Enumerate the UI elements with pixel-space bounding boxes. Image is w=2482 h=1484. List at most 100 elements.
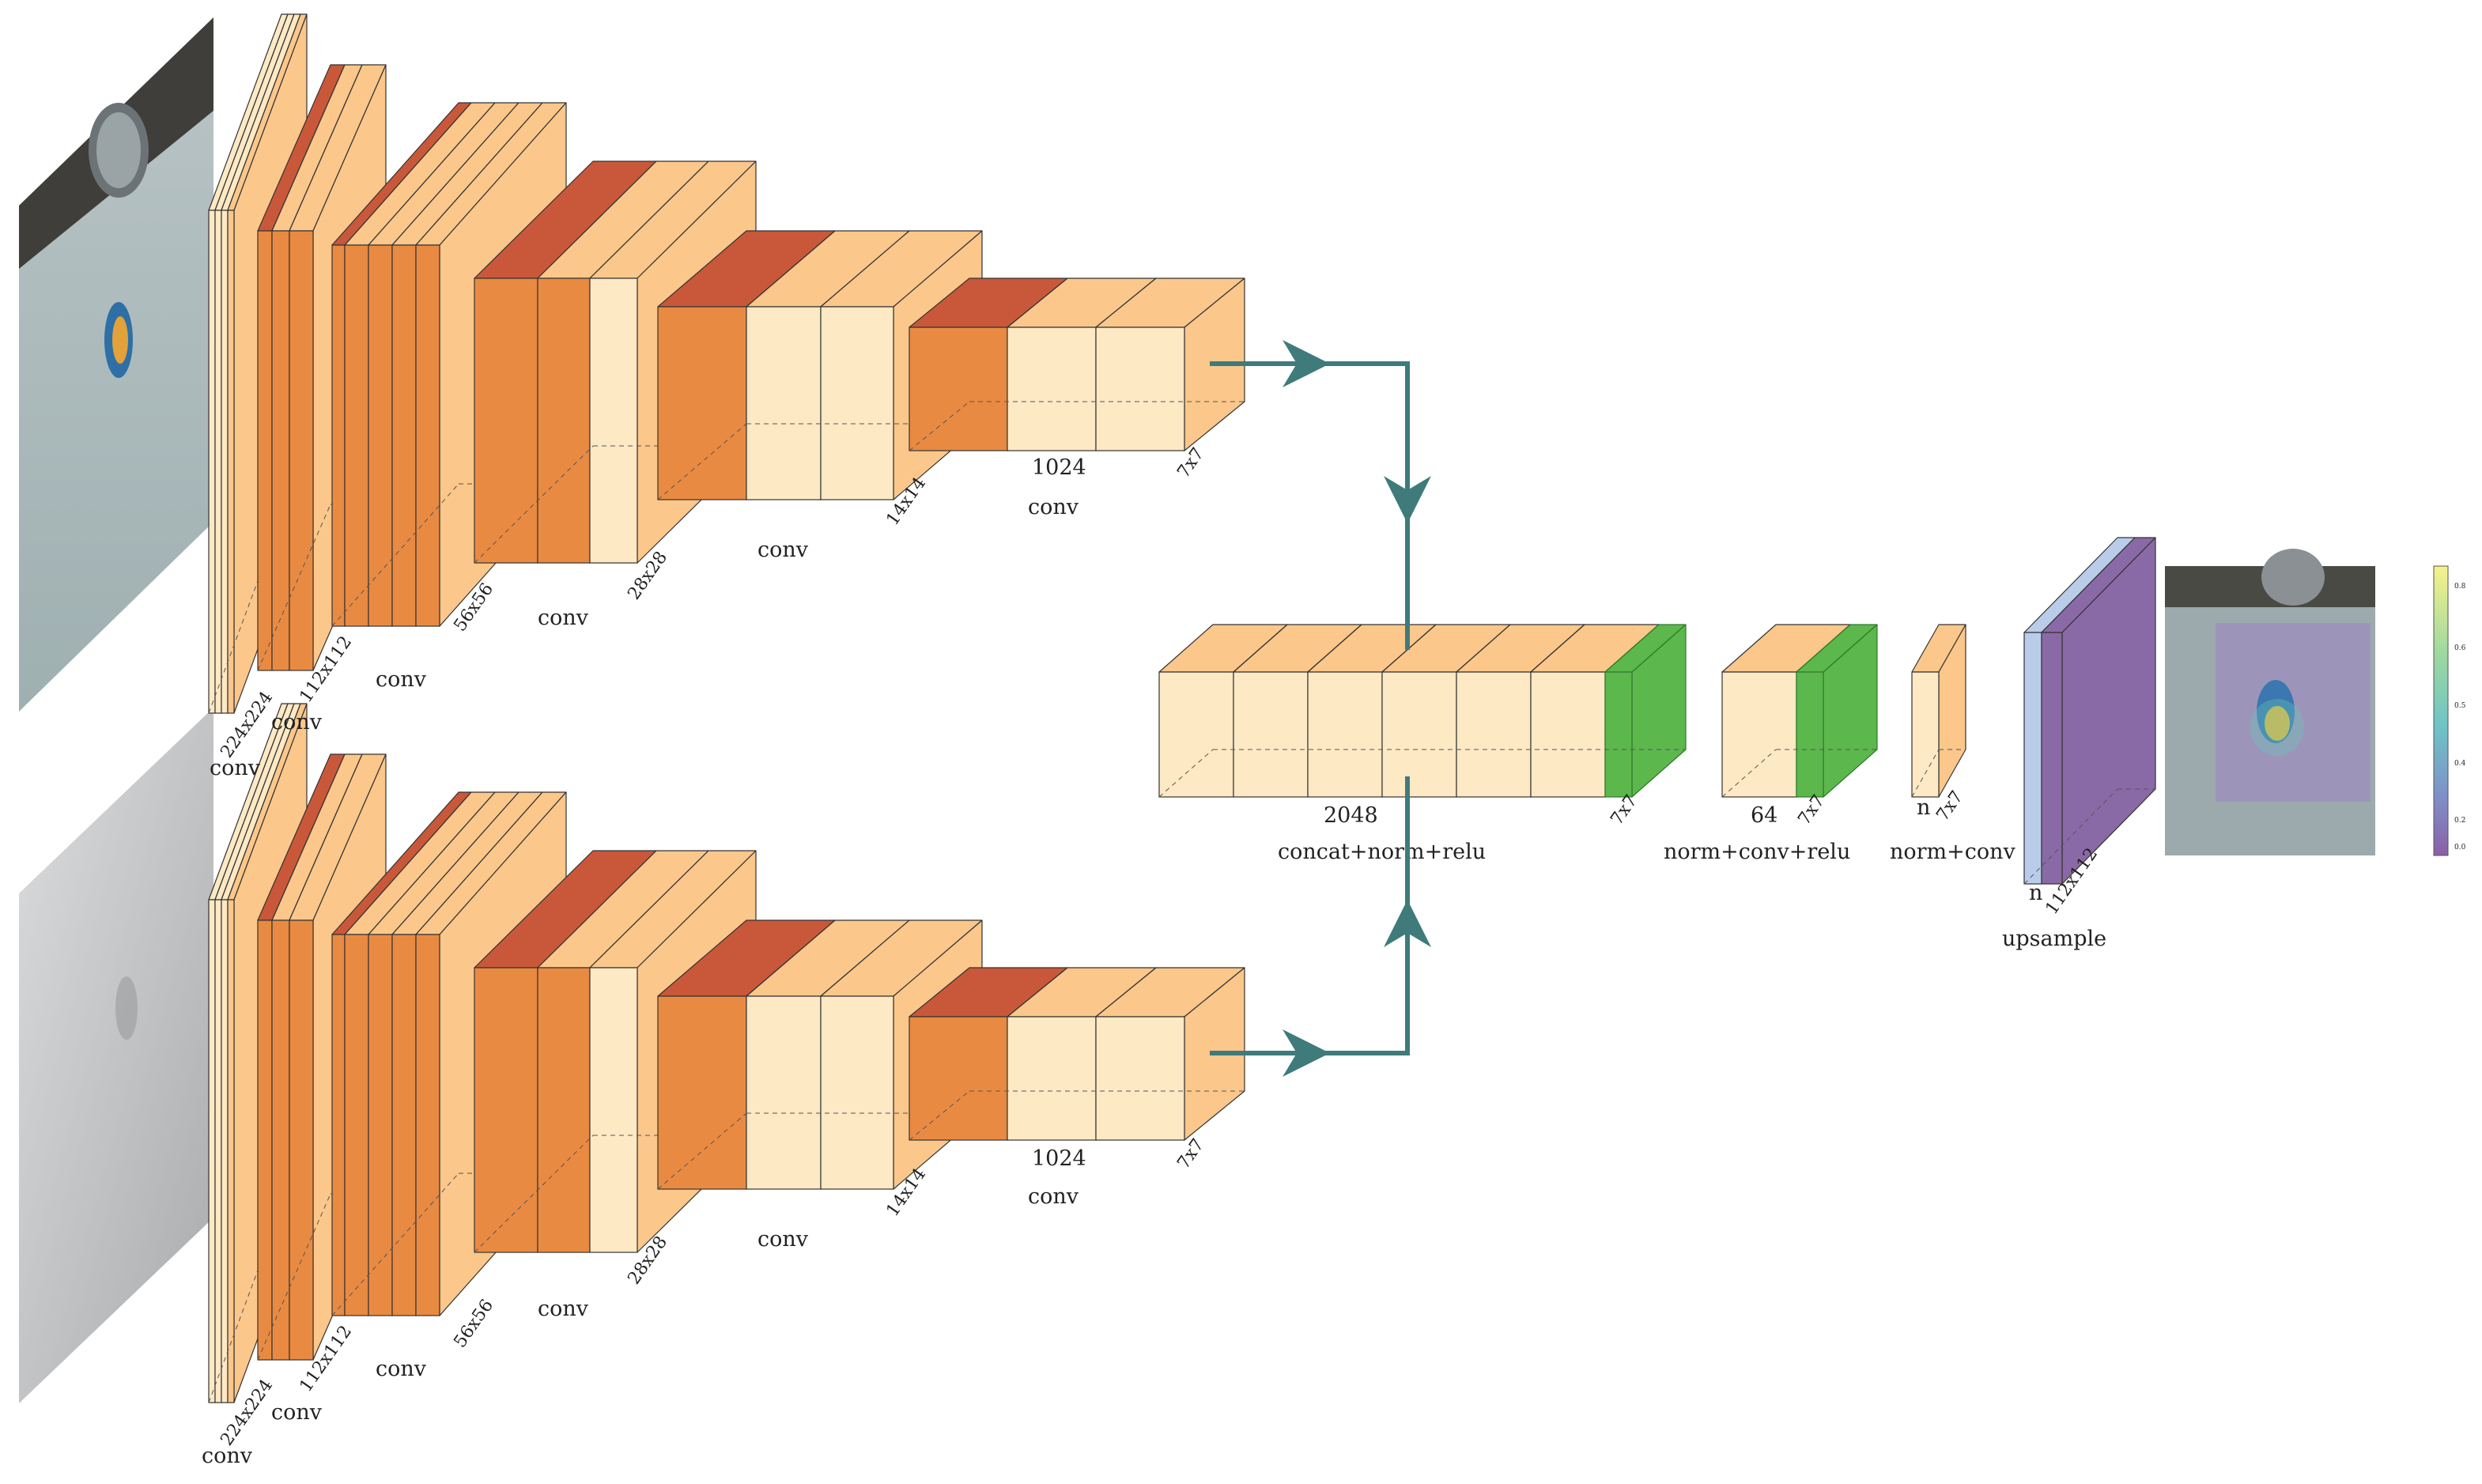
bottom-branch-stage5-plate-1-front (746, 995, 822, 1190)
bottom-branch-stage3-plate-4-front (415, 934, 440, 1316)
bottom-branch-stage1-plate-1-front (214, 899, 222, 1403)
bottom-branch-stage4-plate-0-front (474, 967, 538, 1253)
top-branch-stage5-guide-a (657, 423, 747, 500)
top-branch-stage6 (909, 278, 1245, 451)
colorbar-tick-5: 0.2 (2454, 817, 2465, 825)
top-branch-stage3-guide-a (331, 483, 459, 627)
fusion-block-plate-1-front (1233, 671, 1309, 798)
bottom-branch-stage1-plate-2-front (221, 899, 229, 1403)
top-op-6: conv (1028, 495, 1079, 519)
bottom-branch-stage5-guide-a (657, 1112, 747, 1190)
top-branch-stage6-plate-2-front (1095, 327, 1185, 451)
fusion-block-plate-6-front (1604, 671, 1633, 798)
top-op-2: conv (271, 710, 323, 734)
bottom-branch-stage5-plate-2-front (820, 995, 894, 1190)
bottom-branch-stage6-plate-0-front (909, 1016, 1008, 1141)
bottom-branch-stage1-plate-0-front (208, 899, 216, 1403)
bottom-branch-stage3-plate-2-front (368, 934, 393, 1316)
top-branch-stage5 (657, 230, 983, 500)
output-heatmap-image (2165, 549, 2375, 855)
top-op-1: conv (210, 756, 261, 780)
fusion-block-plate-5-front (1530, 671, 1606, 798)
top-branch-stage5-plate-0-front (657, 306, 747, 500)
colorbar-tick-1: 0.8 (2454, 583, 2466, 591)
upsample-block (2023, 537, 2156, 885)
top-op-3: conv (376, 667, 427, 692)
top-branch-stage2-plate-0-front (257, 230, 273, 671)
bottom-branch-stage2-guide-a (257, 1193, 331, 1361)
top-branch-stage4-plate-0-front (474, 278, 538, 564)
fusion-channels: 2048 (1324, 803, 1378, 828)
bottom-size-56: 56x56 (450, 1296, 497, 1351)
bottom-op-5: conv (757, 1227, 809, 1252)
top-branch-stage1-plate-3-front (227, 210, 235, 714)
colorbar-tick-2: 0.6 (2454, 644, 2466, 652)
top-branch-stage1-plate-2-front (221, 210, 229, 714)
bottom-branch-stage2-plate-0-front (257, 919, 273, 1361)
head1-op: norm+conv+relu (1664, 840, 1850, 864)
arrows (1210, 340, 1431, 1077)
colorbar-tick-3: 0.5 (2454, 702, 2466, 710)
colorbar-tick-6: 0.0 (2454, 844, 2466, 852)
upsample-block-plate-1 (2041, 537, 2156, 885)
fusion-block-plate-4-front (1456, 671, 1532, 798)
top-branch-stage6-plate-2 (1095, 278, 1245, 451)
upsample-channels: n (2029, 881, 2042, 905)
bottom-branch-stage6 (909, 967, 1245, 1141)
head1-channels: 64 (1751, 803, 1777, 828)
fusion-block-plate-0-front (1158, 671, 1234, 798)
upsample-block-plate-1-front (2041, 632, 2063, 885)
bottom-op-4: conv (538, 1297, 589, 1321)
top-branch-stage4-plate-2-front (589, 278, 638, 564)
top-branch-stage3-plate-4-front (415, 244, 440, 627)
top-channels: 1024 (1032, 455, 1086, 480)
top-branch-stage3-plate-0-front (331, 244, 346, 627)
bottom-branch-stage3-plate-1-front (344, 934, 369, 1316)
colorbar-tick-4: 0.4 (2454, 760, 2466, 768)
head2-channels: n (1917, 795, 1930, 820)
bottom-branch-stage6-plate-1-front (1007, 1016, 1097, 1141)
top-branch-stage1-plate-1-front (214, 210, 222, 714)
arrow-bottom-turn (1320, 900, 1431, 1055)
fusion-block (1158, 624, 1687, 798)
head2-block-plate-0 (1911, 624, 1966, 798)
arrow-top-turn (1320, 361, 1431, 523)
top-branch-stage4-guide-a (474, 445, 594, 564)
top-branch-stage4-plate-1-front (537, 278, 591, 564)
colorbar: 0.8 0.6 0.5 0.4 0.2 0.0 (2433, 565, 2466, 856)
fusion-block-plate-6 (1604, 624, 1687, 798)
top-branch-stage1-plate-0-front (208, 210, 216, 714)
bottom-channels: 1024 (1032, 1146, 1086, 1171)
bottom-size-7: 7x7 (1173, 1135, 1208, 1172)
head1-block-plate-1 (1796, 624, 1878, 798)
top-branch-stage2-guide-a (257, 504, 331, 671)
head1-block-plate-0-front (1721, 671, 1797, 798)
bottom-branch-stage4-guide-a (474, 1135, 594, 1253)
upsample-op: upsample (2002, 927, 2106, 951)
top-op-4: conv (538, 606, 589, 630)
top-branch-stage6-plate-1-front (1007, 327, 1097, 451)
head2-block-guide-a (1911, 749, 1940, 798)
bottom-branch-stage6-guide-a (909, 1090, 970, 1141)
head2-block-plate-0-front (1911, 671, 1940, 798)
bottom-op-3: conv (376, 1357, 427, 1381)
head1-block-guide-a (1721, 749, 1777, 798)
bottom-branch-stage2-plate-2-front (289, 919, 314, 1361)
top-branch-stage3-plate-2-front (368, 244, 393, 627)
top-branch-stage3-plate-1-front (344, 244, 369, 627)
upsample-block-plate-0-front (2023, 632, 2042, 885)
top-branch-stage5-plate-1-front (746, 306, 822, 500)
bottom-branch-stage5-plate-0-front (657, 995, 747, 1190)
head1-block-plate-1-front (1796, 671, 1824, 798)
bottom-branch-stage1-plate-3-front (227, 899, 235, 1403)
bottom-op-2: conv (271, 1400, 323, 1425)
bottom-op-6: conv (1028, 1184, 1079, 1209)
bottom-branch-stage4-plate-2-front (589, 967, 638, 1253)
bottom-branch-stage6-plate-2-front (1095, 1016, 1185, 1141)
head2-op: norm+conv (1890, 840, 2016, 864)
top-branch-stage6-plate-0-front (909, 327, 1008, 451)
fusion-block-plate-3-front (1381, 671, 1457, 798)
top-branch-stage5-plate-2-front (820, 306, 894, 500)
